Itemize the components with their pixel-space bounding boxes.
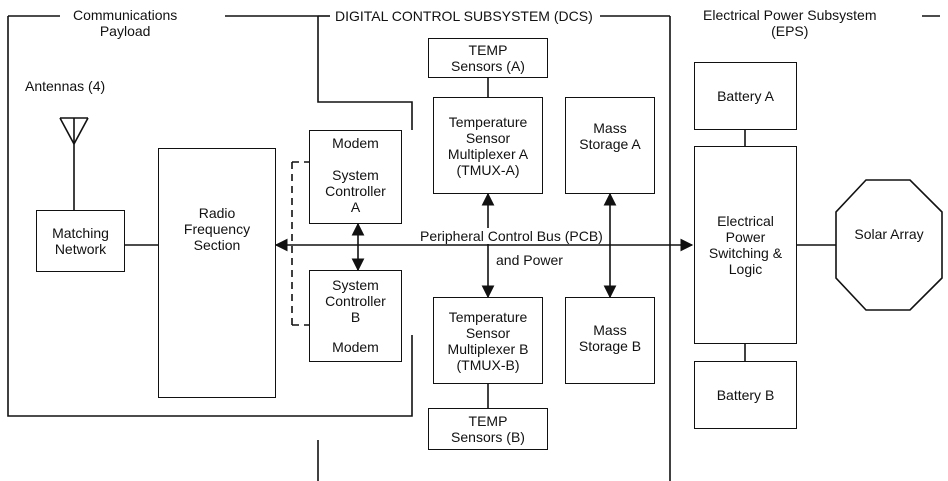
battery-b-block: Battery B (694, 361, 797, 429)
dcs-line-to-modem-a (317, 16, 413, 130)
modem-a-label: Modem (332, 135, 379, 151)
comms-payload-border (7, 16, 413, 417)
system-controller-b-block: System Controller B Modem (309, 270, 402, 362)
system-controller-a-block: Modem System Controller A (309, 130, 402, 224)
solar-array-label: Solar Array (854, 226, 924, 242)
battery-a-block: Battery A (694, 62, 797, 130)
dcs-title: DIGITAL CONTROL SUBSYSTEM (DCS) (332, 8, 596, 24)
pcb-label-power: and Power (496, 252, 563, 268)
antenna-symbol (59, 117, 89, 210)
solar-array-octagon (835, 179, 943, 311)
comms-payload-title: Communications Payload (70, 7, 181, 39)
modem-b-label: Modem (332, 339, 379, 355)
eps-title: Electrical Power Subsystem (EPS) (700, 7, 880, 39)
antennas-label: Antennas (4) (25, 78, 106, 94)
pcb-label: Peripheral Control Bus (PCB) (418, 228, 605, 244)
